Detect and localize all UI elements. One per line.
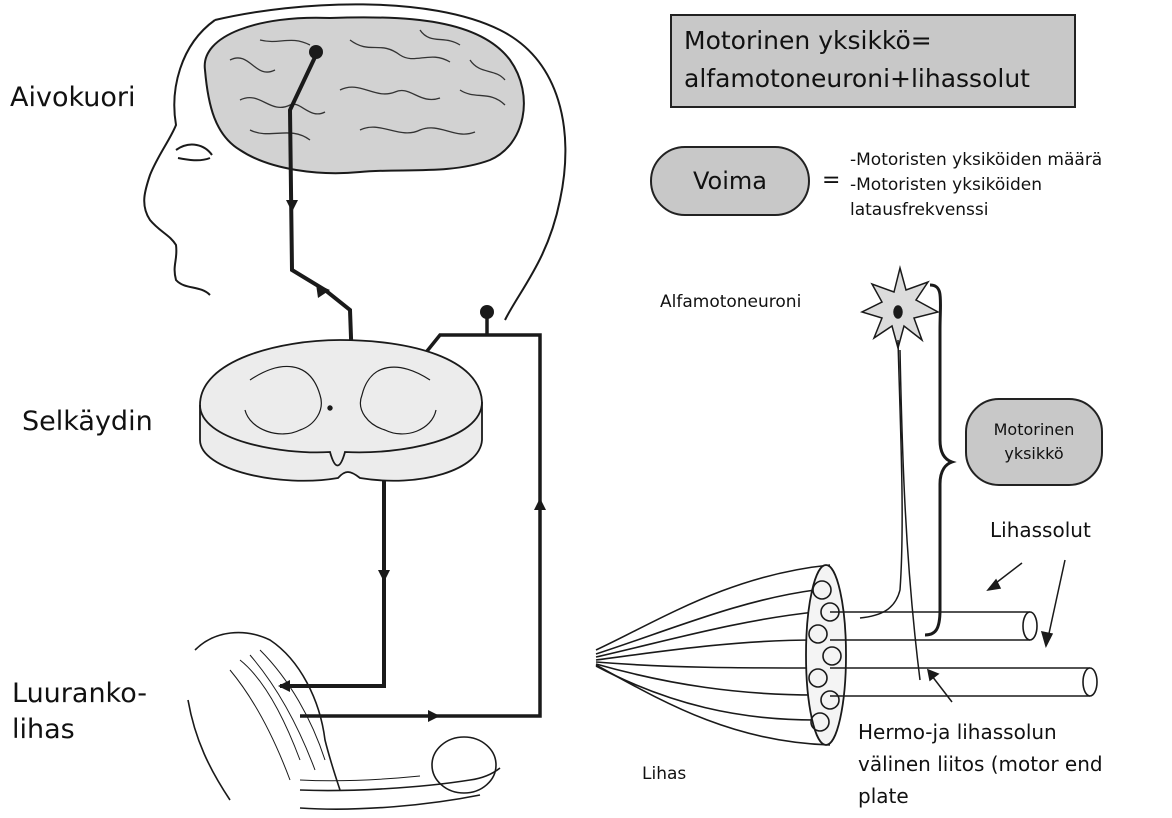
brain-illustration bbox=[205, 17, 524, 173]
force-determinants: -Motoristen yksiköiden määrä -Motoristen… bbox=[850, 148, 1102, 223]
arrow-right-icon bbox=[428, 710, 440, 722]
arrow-down-icon bbox=[378, 570, 390, 582]
junction-line2: välinen liitos (motor end bbox=[858, 748, 1103, 780]
motor-end-plate-label: Hermo-ja lihassolun välinen liitos (moto… bbox=[858, 716, 1103, 812]
force-item-3: latausfrekvenssi bbox=[850, 198, 1102, 223]
muscle-label: Lihas bbox=[642, 764, 686, 784]
motoneuron-label: Alfamotoneuroni bbox=[660, 292, 801, 312]
arrow-right-icon bbox=[316, 284, 330, 298]
muscle-cells-label: Lihassolut bbox=[990, 518, 1091, 542]
junction-line3: plate bbox=[858, 780, 1103, 812]
spinal-cord-label: Selkäydin bbox=[22, 406, 153, 437]
arrow-up-icon bbox=[534, 498, 546, 510]
cortex-label: Aivokuori bbox=[10, 82, 136, 113]
skeletal-muscle-label-line1: Luuranko- bbox=[12, 676, 147, 712]
equals-sign: = bbox=[822, 168, 840, 193]
motor-unit-brace bbox=[925, 285, 952, 635]
spinal-cord-illustration bbox=[200, 340, 482, 481]
sensory-neuron-dot bbox=[480, 305, 494, 319]
skeletal-muscle-label-line2: lihas bbox=[12, 712, 147, 748]
arrow-down-icon bbox=[286, 200, 298, 212]
pointer-arrows bbox=[928, 560, 1065, 702]
arrow-left-icon bbox=[278, 680, 290, 692]
motor-unit-definition-box: Motorinen yksikkö= alfamotoneuroni+lihas… bbox=[670, 14, 1076, 108]
motor-unit-pill: Motorinen yksikkö bbox=[965, 398, 1103, 486]
definition-line-2: alfamotoneuroni+lihassolut bbox=[684, 60, 1062, 98]
force-item-1: -Motoristen yksiköiden määrä bbox=[850, 148, 1102, 173]
force-pill: Voima bbox=[650, 146, 810, 216]
force-item-2: -Motoristen yksiköiden bbox=[850, 173, 1102, 198]
definition-line-1: Motorinen yksikkö= bbox=[684, 22, 1062, 60]
motor-unit-line2: yksikkö bbox=[1004, 442, 1063, 466]
cortex-neuron-dot bbox=[309, 45, 323, 59]
junction-line1: Hermo-ja lihassolun bbox=[858, 716, 1103, 748]
skeletal-muscle-label: Luuranko- lihas bbox=[12, 676, 147, 748]
force-label: Voima bbox=[693, 167, 767, 195]
motor-unit-line1: Motorinen bbox=[994, 418, 1075, 442]
arm-illustration bbox=[188, 633, 500, 810]
alpha-motoneuron-illustration bbox=[860, 268, 938, 680]
